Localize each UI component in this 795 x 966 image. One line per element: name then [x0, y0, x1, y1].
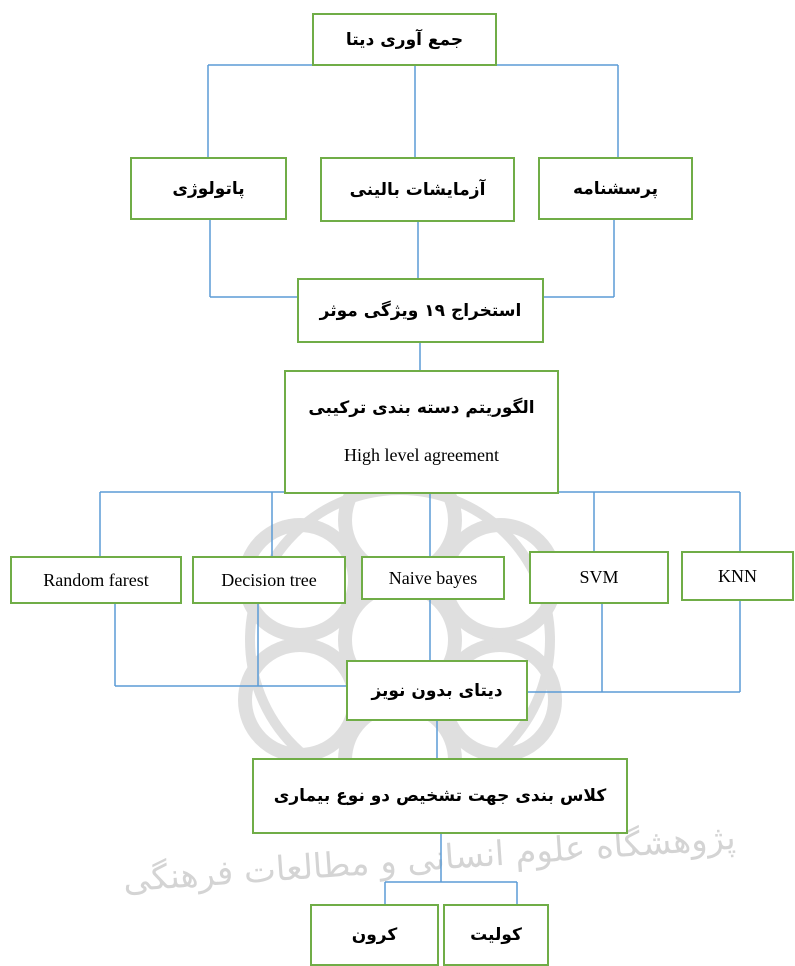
- node-label: Random farest: [43, 569, 149, 590]
- node-ensemble-classifier: الگوریتم دسته بندی ترکیبی High level agr…: [284, 370, 559, 494]
- node-label: کولیت: [470, 925, 522, 945]
- node-feature-extraction: استخراج ۱۹ ویژگی موثر: [297, 278, 544, 343]
- node-crohn: کرون: [310, 904, 439, 966]
- node-label: آزمایشات بالینی: [349, 179, 486, 200]
- node-label: SVM: [579, 567, 619, 587]
- node-label: کلاس بندی جهت تشخیص دو نوع بیماری: [273, 786, 607, 806]
- node-noise-free-data: دیتای بدون نویز: [346, 660, 528, 721]
- node-label: کرون: [351, 925, 398, 945]
- node-label: پرسشنامه: [572, 178, 659, 199]
- node-label: جمع آوری دیتا: [345, 29, 464, 50]
- node-clinical-tests: آزمایشات بالینی: [320, 157, 515, 222]
- node-label: Decision tree: [221, 569, 317, 590]
- node-sublabel: High level agreement: [344, 444, 499, 465]
- node-label: استخراج ۱۹ ویژگی موثر: [319, 300, 522, 321]
- node-label: Naive bayes: [388, 567, 478, 588]
- node-naive-bayes: Naive bayes: [361, 556, 505, 600]
- node-pathology: پاتولوژی: [130, 157, 287, 220]
- node-random-forest: Random farest: [10, 556, 182, 604]
- node-label: پاتولوژی: [172, 178, 245, 199]
- node-knn: KNN: [681, 551, 794, 601]
- node-colitis: کولیت: [443, 904, 549, 966]
- node-questionnaire: پرسشنامه: [538, 157, 693, 220]
- node-data-collection: جمع آوری دیتا: [312, 13, 497, 66]
- node-svm: SVM: [529, 551, 669, 604]
- node-decision-tree: Decision tree: [192, 556, 346, 604]
- node-classification: کلاس بندی جهت تشخیص دو نوع بیماری: [252, 758, 628, 834]
- node-label: دیتای بدون نویز: [371, 680, 503, 701]
- node-label: KNN: [718, 565, 757, 586]
- node-label: الگوریتم دسته بندی ترکیبی: [308, 398, 535, 419]
